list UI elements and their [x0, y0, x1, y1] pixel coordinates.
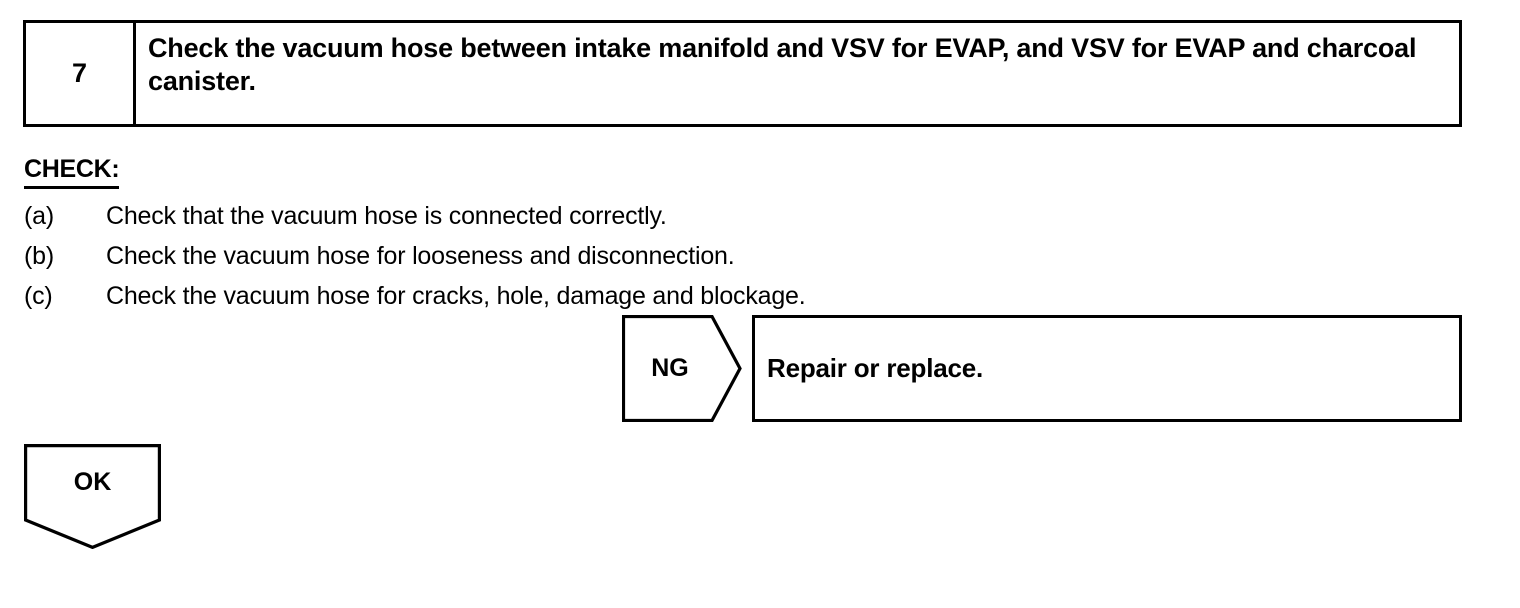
arrow-right-icon	[622, 315, 742, 422]
step-number-cell: 7	[26, 23, 136, 124]
step-instruction-text: Check the vacuum hose between intake man…	[148, 33, 1417, 96]
check-item-label: (b)	[24, 242, 54, 270]
ng-branch: NG Repair or replace.	[622, 315, 1462, 422]
ng-arrow-shape: NG	[622, 315, 742, 422]
list-item: (c) Check the vacuum hose for cracks, ho…	[24, 276, 1124, 316]
check-item-label: (a)	[24, 202, 54, 230]
arrow-down-icon	[24, 444, 161, 549]
check-item-label: (c)	[24, 282, 53, 310]
ok-arrow-shape: OK	[24, 444, 161, 549]
check-item-text: Check the vacuum hose for cracks, hole, …	[106, 282, 806, 310]
check-heading: CHECK:	[24, 155, 120, 189]
ng-label: NG	[651, 354, 689, 382]
check-section: CHECK: (a) Check that the vacuum hose is…	[24, 155, 1124, 316]
check-item-text: Check that the vacuum hose is connected …	[106, 202, 667, 230]
ok-label: OK	[73, 467, 112, 496]
step-header-box: 7 Check the vacuum hose between intake m…	[23, 20, 1462, 127]
ng-result-text: Repair or replace.	[767, 353, 984, 383]
check-item-text: Check the vacuum hose for looseness and …	[106, 242, 735, 270]
ng-result-box: Repair or replace.	[752, 315, 1462, 422]
step-instruction-cell: Check the vacuum hose between intake man…	[136, 23, 1459, 124]
list-item: (b) Check the vacuum hose for looseness …	[24, 236, 1124, 276]
check-list: (a) Check that the vacuum hose is connec…	[24, 196, 1124, 316]
step-number: 7	[71, 58, 88, 88]
list-item: (a) Check that the vacuum hose is connec…	[24, 196, 1124, 236]
